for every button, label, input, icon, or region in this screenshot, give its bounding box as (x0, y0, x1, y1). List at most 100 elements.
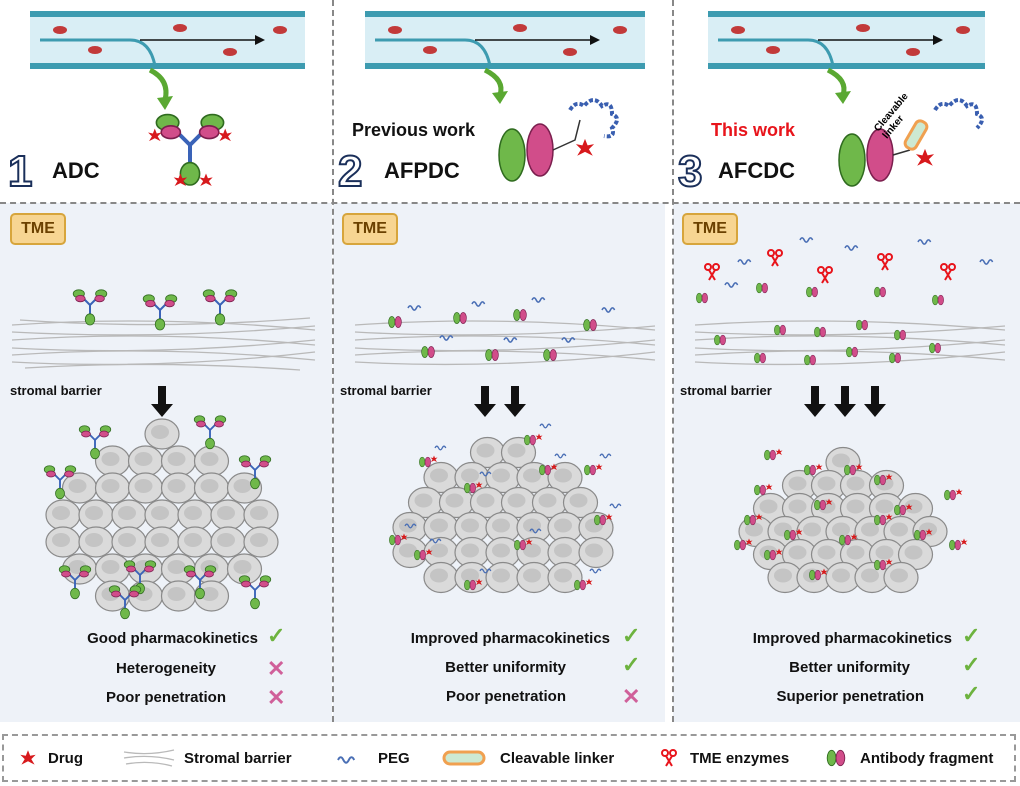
drug (960, 538, 968, 545)
drug-icon (20, 750, 36, 765)
stromal-barrier-label-3: stromal barrier (680, 383, 772, 398)
drug (535, 433, 543, 440)
tumor-3 (734, 446, 968, 594)
result-2-2: Better uniformity (445, 659, 566, 676)
drug (595, 463, 603, 470)
tumor-cell (210, 499, 246, 531)
antibody-fragment (944, 489, 956, 501)
tumor-cell (210, 526, 246, 558)
tumor-cell (193, 472, 230, 504)
result-3-3: Superior penetration (776, 688, 924, 705)
blood-vessel-2 (365, 11, 645, 104)
tumor-cell (127, 445, 164, 477)
legend: Drug Stromal barrier PEG Cleavable linke… (2, 734, 1016, 782)
panel-number-2: 2 (337, 147, 364, 196)
panel-title-adc: ADC (52, 158, 100, 183)
stromal-barrier-2 (354, 320, 656, 366)
tumor-cell (144, 418, 180, 450)
tumor-cell (243, 526, 279, 558)
afcdc-construct-icon (838, 98, 984, 187)
panel-title-afpdc: AFPDC (384, 158, 460, 183)
tumor-cell (127, 472, 164, 504)
legend-drug: Drug (48, 750, 83, 767)
result-1-2: Heterogeneity (115, 660, 216, 677)
legend-tme-enzymes: TME enzymes (690, 750, 790, 767)
legend-antibody-fragment: Antibody fragment (860, 750, 994, 767)
cross-icon: ✕ (267, 656, 286, 681)
blood-vessel-1 (30, 11, 305, 110)
tumor-cell (160, 472, 197, 504)
cleavable-linker-icon (442, 750, 486, 766)
stromal-barrier-label-2: stromal barrier (340, 383, 432, 398)
check-icon: ✓ (622, 623, 641, 648)
result-3-2: Better uniformity (789, 659, 910, 676)
result-1-3: Poor penetration (105, 689, 226, 706)
previous-work-label: Previous work (352, 120, 476, 140)
penetration-arrows (151, 386, 886, 417)
drug (585, 578, 593, 585)
tme-enzymes-field (696, 237, 994, 366)
drug (815, 463, 823, 470)
peg (434, 445, 447, 451)
stromal-barrier-3 (694, 320, 1006, 366)
stromal-barrier-label-1: stromal barrier (10, 383, 102, 398)
peg (599, 453, 612, 459)
tumor-cell (94, 553, 131, 585)
tumor-cell (78, 526, 114, 558)
cross-icon: ✕ (622, 684, 641, 709)
result-1-1: Good pharmacokinetics (87, 630, 258, 647)
drug (765, 483, 773, 490)
cross-icon: ✕ (267, 685, 286, 710)
result-2-1: Improved pharmacokinetics (410, 630, 610, 647)
tumor-cell (111, 499, 147, 531)
antibody-fragment (389, 534, 401, 546)
blood-vessel-3 (708, 11, 985, 104)
tumor-cell (193, 445, 230, 477)
tumor-cell (45, 526, 81, 558)
tumor-cell (883, 561, 919, 594)
panel-title-afcdc: AFCDC (718, 158, 795, 183)
legend-cleavable-linker: Cleavable linker (500, 750, 615, 767)
adc-construct-icon (148, 115, 232, 186)
tme-badge-1: TME (10, 213, 66, 245)
peg (539, 423, 552, 429)
antibody-fragment (764, 449, 776, 461)
tme-badge-3: TME (682, 213, 738, 245)
tme-badge-2: TME (342, 213, 398, 245)
tumor-cell (144, 499, 180, 531)
peg-icon (337, 756, 356, 764)
this-work-label: This work (711, 120, 796, 140)
tumor-cell (78, 499, 114, 531)
legend-icons (20, 749, 846, 767)
check-icon: ✓ (962, 623, 981, 648)
tumor-cell (61, 472, 98, 504)
tumor-cell (160, 445, 197, 477)
tumor-cell (485, 561, 521, 594)
peg (589, 568, 602, 574)
peg (554, 453, 567, 459)
result-3-1: Improved pharmacokinetics (752, 630, 952, 647)
tumor-2 (389, 423, 622, 594)
antibody-fragment (949, 539, 961, 551)
tumor-cell (94, 445, 131, 477)
check-icon: ✓ (962, 652, 981, 677)
tumor-cell (243, 499, 279, 531)
tme-enzyme-icon (661, 749, 677, 767)
panel-number-1: 1 (7, 147, 34, 196)
panel-number-3: 3 (677, 147, 704, 196)
drug (955, 488, 963, 495)
check-icon: ✓ (622, 652, 641, 677)
tumor-cell (177, 526, 213, 558)
tumor-cell (578, 536, 614, 569)
tumor-cell (94, 472, 131, 504)
antibody-fragment (419, 456, 431, 468)
antibody-fragment (754, 484, 766, 496)
legend-stromal-barrier: Stromal barrier (184, 750, 292, 767)
drug (430, 455, 438, 462)
peg (609, 503, 622, 509)
tumor-cell (177, 499, 213, 531)
drug (775, 448, 783, 455)
tumor-cell (45, 499, 81, 531)
check-icon: ✓ (267, 623, 286, 648)
check-icon: ✓ (962, 681, 981, 706)
